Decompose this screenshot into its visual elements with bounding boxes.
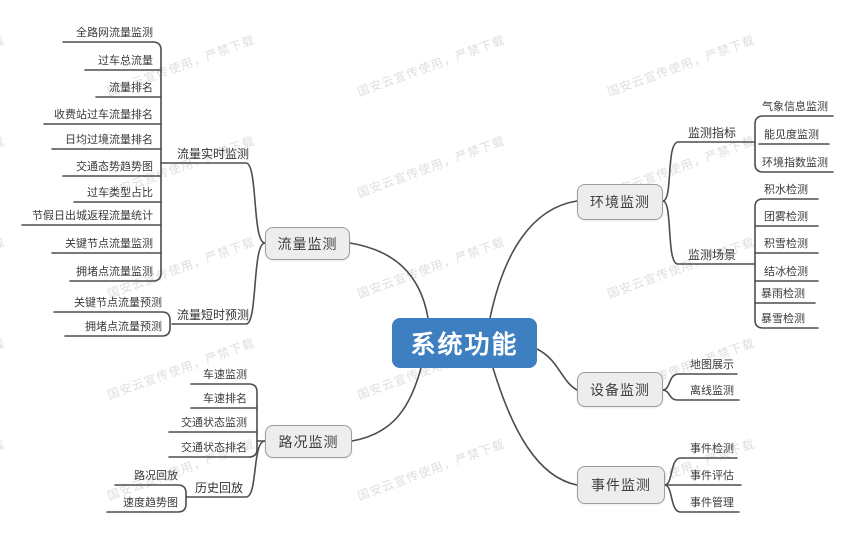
mindmap-leaf[interactable]: 路况回放 <box>134 470 178 482</box>
branch-node-device[interactable]: 设备监测 <box>577 372 663 407</box>
mindmap-leaf[interactable]: 关键节点流量监测 <box>65 238 153 250</box>
mindmap-leaf[interactable]: 积水检测 <box>764 184 808 196</box>
mindmap-leaf[interactable]: 事件评估 <box>690 470 734 482</box>
mindmap-leaf[interactable]: 气象信息监测 <box>762 101 828 113</box>
mindmap-leaf[interactable]: 流量排名 <box>109 82 153 94</box>
mindmap-leaf[interactable]: 团雾检测 <box>764 211 808 223</box>
mindmap-leaf[interactable]: 交通态势趋势图 <box>76 161 153 173</box>
mindmap-leaf[interactable]: 交通状态排名 <box>181 442 247 454</box>
mindmap-leaf[interactable]: 拥堵点流量监测 <box>76 266 153 278</box>
central-topic-node[interactable]: 系统功能 <box>392 318 537 368</box>
mindmap-leaf[interactable]: 过车类型占比 <box>87 187 153 199</box>
mindmap-leaf[interactable]: 结冰检测 <box>764 266 808 278</box>
branch-node-environment[interactable]: 环境监测 <box>577 184 663 220</box>
mindmap-leaf[interactable]: 车速排名 <box>203 393 247 405</box>
branch-node-road-condition[interactable]: 路况监测 <box>265 425 352 458</box>
mindmap-leaf[interactable]: 能见度监测 <box>764 129 819 141</box>
mindmap-leaf[interactable]: 速度趋势图 <box>123 497 178 509</box>
mindmap-leaf[interactable]: 关键节点流量预测 <box>74 297 162 309</box>
mindmap-leaf[interactable]: 日均过境流量排名 <box>65 134 153 146</box>
mindmap-leaf[interactable]: 过车总流量 <box>98 55 153 67</box>
mindmap-leaf[interactable]: 积雪检测 <box>764 238 808 250</box>
subnode-realtime-flow[interactable]: 流量实时监测 <box>177 147 250 161</box>
mindmap-leaf[interactable]: 环境指数监测 <box>762 157 828 169</box>
mindmap-leaf[interactable]: 交通状态监测 <box>181 417 247 429</box>
mindmap-leaf[interactable]: 事件管理 <box>690 497 734 509</box>
mindmap-leaf[interactable]: 节假日出城返程流量统计 <box>32 210 153 222</box>
mindmap-leaf[interactable]: 事件检测 <box>690 443 734 455</box>
mindmap-leaf[interactable]: 地图展示 <box>690 359 734 371</box>
mindmap-leaf[interactable]: 车速监测 <box>203 369 247 381</box>
mindmap-leaf[interactable]: 拥堵点流量预测 <box>85 321 162 333</box>
subnode-monitor-indicators[interactable]: 监测指标 <box>688 126 737 140</box>
mindmap-leaf[interactable]: 暴雨检测 <box>761 288 805 300</box>
branch-node-event[interactable]: 事件监测 <box>577 466 665 504</box>
subnode-history-playback[interactable]: 历史回放 <box>195 481 244 495</box>
mindmap-leaf[interactable]: 暴雪检测 <box>761 313 805 325</box>
mindmap-leaf[interactable]: 收费站过车流量排名 <box>54 109 153 121</box>
mindmap-leaf[interactable]: 全路网流量监测 <box>76 27 153 39</box>
mindmap-leaf[interactable]: 离线监测 <box>690 385 734 397</box>
subnode-monitor-scenes[interactable]: 监测场景 <box>688 248 737 262</box>
subnode-short-term-forecast[interactable]: 流量短时预测 <box>177 308 250 322</box>
branch-node-traffic-flow[interactable]: 流量监测 <box>265 227 350 260</box>
